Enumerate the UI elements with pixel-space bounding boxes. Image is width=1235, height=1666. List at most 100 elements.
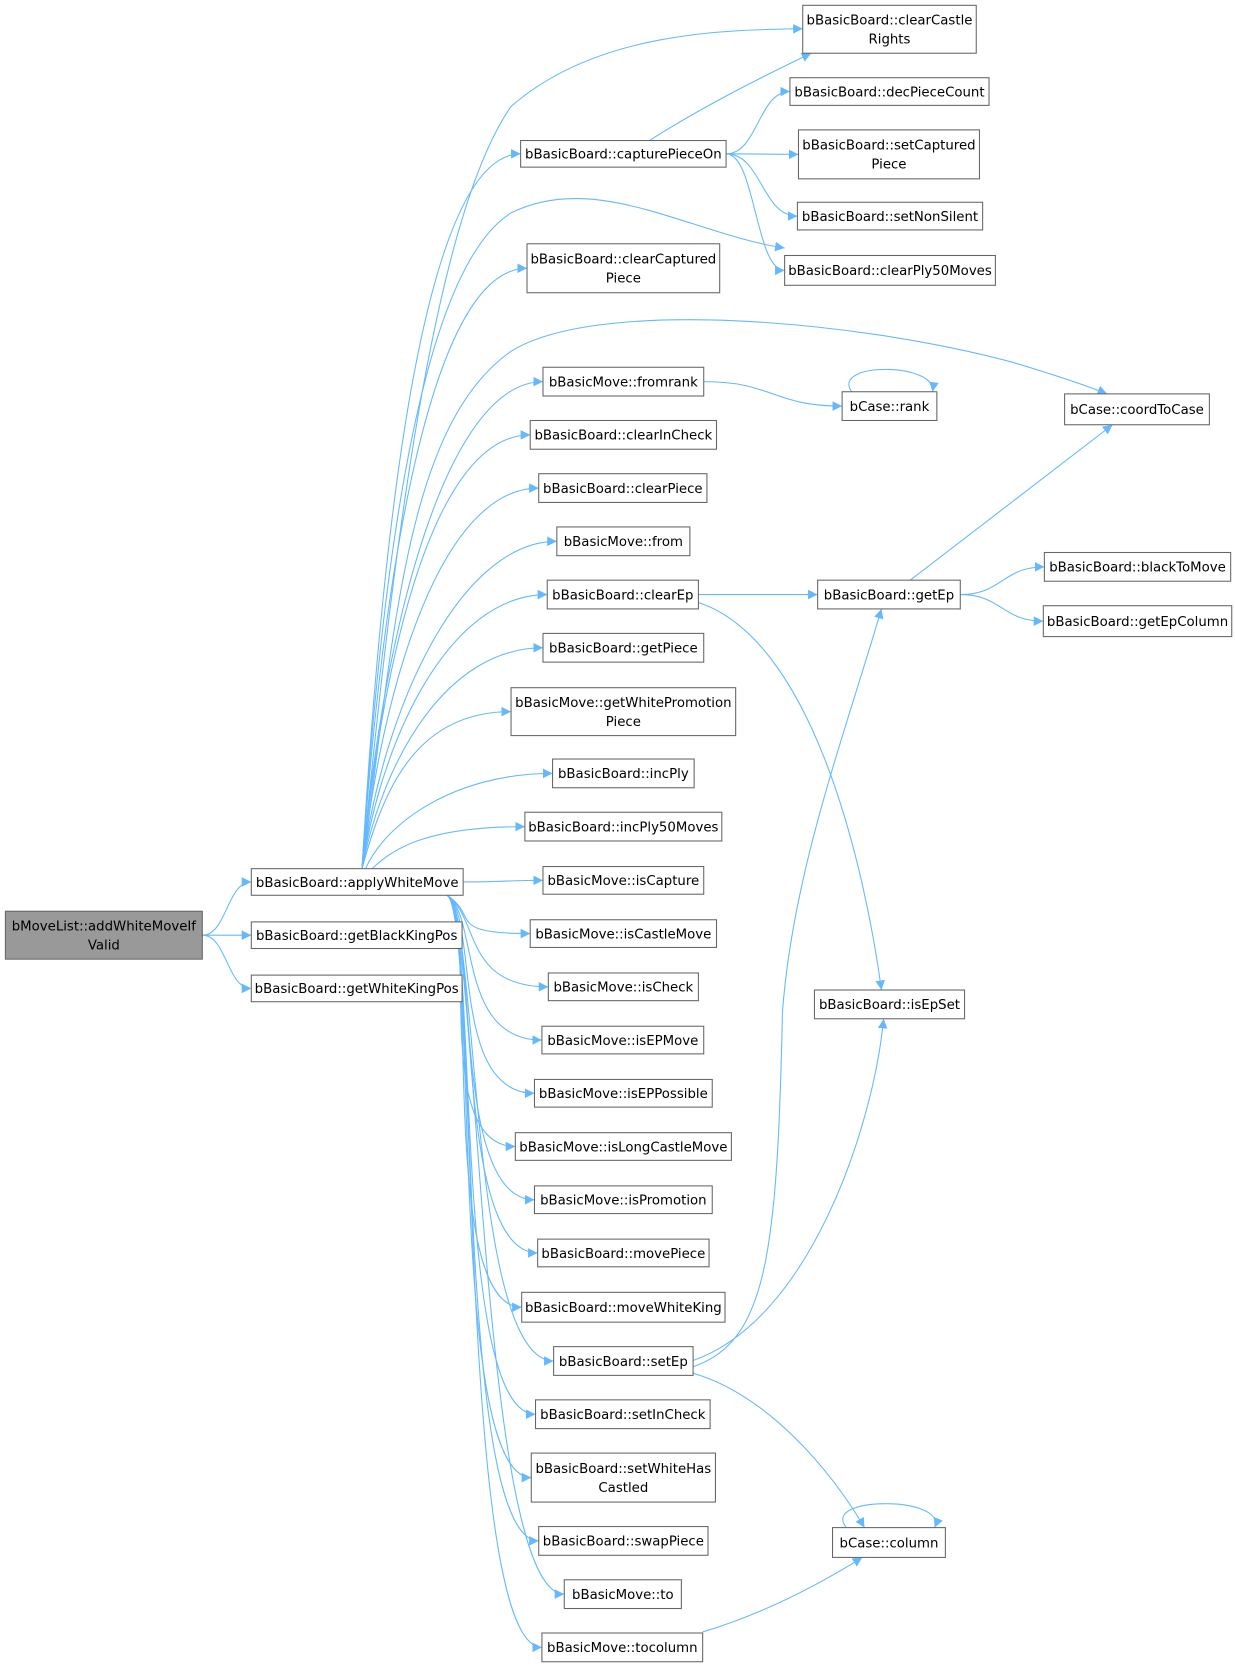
node-label: bBasicMove::isLongCastleMove: [519, 1140, 727, 1155]
node-isCapture[interactable]: bBasicMove::isCapture: [542, 866, 705, 895]
node-box: [556, 526, 691, 557]
edge-capture-to-setCaptured: [726, 149, 799, 160]
node-label: bBasicBoard::getBlackKingPos: [256, 929, 457, 944]
node-clearInCheck[interactable]: bBasicBoard::clearInCheck: [529, 419, 718, 450]
node-label: bCase::column: [840, 1536, 939, 1551]
node-label: bBasicBoard::moveWhiteKing: [525, 1301, 722, 1316]
edge-apply-to-clearEp: [361, 589, 548, 869]
edge-apply-to-clearCastle: [361, 24, 803, 869]
node-clearPiece[interactable]: bBasicBoard::clearPiece: [538, 473, 708, 503]
node-label: bBasicBoard::movePiece: [541, 1247, 705, 1262]
node-label: Rights: [869, 33, 911, 48]
node-label: bBasicBoard::decPieceCount: [794, 85, 984, 100]
node-coordToCase[interactable]: bCase::coordToCase: [1064, 393, 1210, 426]
edge-getEp-to-getEpColumn: [960, 594, 1044, 626]
node-isLongCastle[interactable]: bBasicMove::isLongCastleMove: [514, 1132, 732, 1161]
node-incPly50[interactable]: bBasicBoard::incPly50Moves: [524, 811, 723, 842]
node-apply[interactable]: bBasicBoard::applyWhiteMove: [250, 868, 464, 896]
node-blackToMove[interactable]: bBasicBoard::blackToMove: [1043, 551, 1232, 582]
node-tocolumn[interactable]: bBasicMove::tocolumn: [541, 1632, 704, 1663]
node-box: [250, 921, 463, 950]
node-label: bBasicMove::isEPMove: [547, 1034, 698, 1049]
node-label: bBasicBoard::setInCheck: [540, 1408, 706, 1423]
node-box: [514, 1132, 732, 1161]
node-to[interactable]: bBasicMove::to: [563, 1579, 682, 1610]
node-box: [250, 974, 463, 1003]
node-rank[interactable]: bCase::rank: [841, 391, 938, 422]
node-label: bBasicBoard::isEpSet: [819, 998, 960, 1013]
node-clearEp[interactable]: bBasicBoard::clearEp: [546, 579, 699, 610]
edge-apply-to-getPiece: [361, 642, 543, 869]
node-label: bBasicBoard::getEpColumn: [1047, 615, 1228, 630]
node-clearPly50[interactable]: bBasicBoard::clearPly50Moves: [784, 254, 996, 286]
node-capture[interactable]: bBasicBoard::capturePieceOn: [520, 139, 727, 168]
node-isPromotion[interactable]: bBasicMove::isPromotion: [533, 1185, 713, 1215]
node-column[interactable]: bCase::column: [832, 1527, 946, 1558]
edge-apply-to-incPly50: [371, 821, 525, 870]
node-box: [841, 391, 938, 422]
node-swapPiece[interactable]: bBasicBoard::swapPiece: [538, 1526, 709, 1556]
edge-add-to-apply: [202, 877, 252, 936]
edge-apply-to-isCastleMove: [446, 894, 531, 939]
node-label: bBasicBoard::clearCastle: [807, 13, 973, 28]
node-label: Castled: [598, 1481, 648, 1496]
edge-tocolumn-to-column: [702, 1556, 863, 1633]
node-isEPPossible[interactable]: bBasicMove::isEPPossible: [533, 1078, 713, 1108]
edge-apply-to-fromrank: [361, 376, 543, 869]
node-fromrank[interactable]: bBasicMove::fromrank: [542, 366, 705, 397]
node-moveWhiteKing[interactable]: bBasicBoard::moveWhiteKing: [521, 1291, 726, 1323]
node-label: bBasicBoard::getWhiteKingPos: [255, 982, 459, 997]
edge-apply-to-clearInCheck: [361, 430, 531, 869]
edge-apply-to-isEPPossible: [446, 894, 535, 1099]
node-label: bBasicMove::from: [564, 535, 683, 550]
node-setNonSilent[interactable]: bBasicBoard::setNonSilent: [796, 201, 984, 231]
node-isCheck[interactable]: bBasicMove::isCheck: [547, 972, 699, 1002]
node-box: [534, 1399, 711, 1430]
node-getWhite[interactable]: bBasicBoard::getWhiteKingPos: [250, 974, 463, 1003]
edge-apply-to-from: [361, 536, 557, 869]
edge-apply-to-getWhiteProm: [361, 706, 512, 869]
node-from[interactable]: bBasicMove::from: [556, 526, 691, 557]
node-isCastleMove[interactable]: bBasicMove::isCastleMove: [529, 919, 718, 948]
node-getEp[interactable]: bBasicBoard::getEp: [817, 579, 961, 610]
edge-apply-to-clearPly50: [361, 198, 785, 869]
node-getEpColumn[interactable]: bBasicBoard::getEpColumn: [1042, 605, 1233, 638]
node-box: [529, 419, 718, 450]
edge-capture-to-clearPly50: [726, 153, 785, 276]
node-box: [1043, 551, 1232, 582]
node-box: [250, 868, 464, 896]
node-label: bBasicBoard::incPly: [558, 767, 689, 782]
node-label: bBasicBoard::applyWhiteMove: [256, 876, 459, 891]
node-label: Piece: [871, 158, 906, 173]
node-box: [542, 866, 705, 895]
edge-column-to-column: [842, 1503, 943, 1528]
node-decPiece[interactable]: bBasicBoard::decPieceCount: [789, 77, 990, 106]
node-incPly[interactable]: bBasicBoard::incPly: [552, 758, 695, 789]
node-label: bBasicBoard::setWhiteHas: [535, 1462, 711, 1477]
node-getBlack[interactable]: bBasicBoard::getBlackKingPos: [250, 921, 463, 950]
node-label: bMoveList::addWhiteMoveIf: [12, 919, 197, 934]
edge-apply-to-clearPiece: [361, 483, 539, 869]
node-label: bBasicMove::isCapture: [547, 874, 699, 889]
node-label: bBasicBoard::clearEp: [552, 588, 693, 603]
node-setEp[interactable]: bBasicBoard::setEp: [553, 1346, 694, 1376]
edge-fromrank-to-rank: [703, 381, 843, 411]
node-box: [547, 972, 699, 1002]
node-getPiece[interactable]: bBasicBoard::getPiece: [542, 632, 705, 663]
node-movePiece[interactable]: bBasicBoard::movePiece: [537, 1238, 710, 1268]
node-isEPMove[interactable]: bBasicMove::isEPMove: [541, 1025, 705, 1055]
node-isEpSet[interactable]: bBasicBoard::isEpSet: [813, 989, 966, 1020]
node-label: bBasicMove::tocolumn: [547, 1641, 698, 1656]
node-box: [784, 254, 996, 286]
node-setInCheck[interactable]: bBasicBoard::setInCheck: [534, 1399, 711, 1430]
node-box: [530, 1452, 716, 1503]
node-box: [563, 1579, 682, 1610]
node-box: [526, 243, 721, 294]
edge-apply-to-isCapture: [463, 875, 543, 886]
